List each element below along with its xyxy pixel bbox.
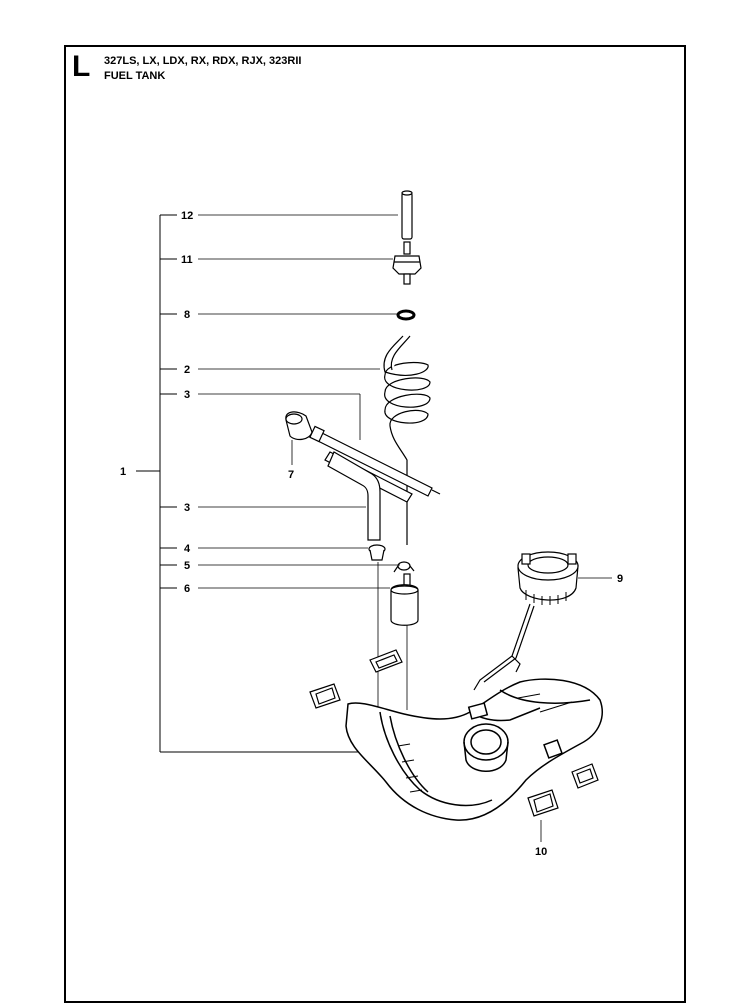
callout-11: 11 [181,254,193,266]
group-bracket [136,214,372,753]
model-list: 327LS, LX, LDX, RX, RDX, RJX, 323RII [104,55,302,67]
callout-6: 6 [184,583,190,595]
part-8-o-ring [396,309,416,321]
part-5-clip [393,561,415,573]
part-2-coiled-hose [383,335,431,545]
part-11-valve [392,241,422,285]
part-7-fitting [285,411,325,443]
rubber-mounts [309,649,599,817]
callout-4: 4 [184,543,191,555]
callout-2: 2 [184,364,190,376]
callout-5: 5 [184,560,190,572]
callout-3-upper: 3 [184,389,190,401]
part-3-fuel-hose-lower [327,451,381,541]
callout-12: 12 [181,210,193,222]
callout-8: 8 [184,309,190,321]
part-4-grommet [368,544,386,561]
part-12-pipe [401,190,413,240]
section-letter: L [72,50,91,83]
page-frame [64,45,686,1003]
callout-3-lower: 3 [184,502,190,514]
callout-labels: 1 12 11 8 2 3 7 3 4 5 6 9 10 [120,210,623,858]
fuel-tank-body [345,678,603,821]
leader-lines [198,214,612,842]
callout-7: 7 [288,469,294,481]
part-9-tank-cap [473,551,579,691]
part-6-fuel-filter [390,573,419,626]
callout-1: 1 [120,466,126,478]
page-title: FUEL TANK [104,70,166,82]
callout-10: 10 [535,846,547,858]
callout-9: 9 [617,573,623,585]
